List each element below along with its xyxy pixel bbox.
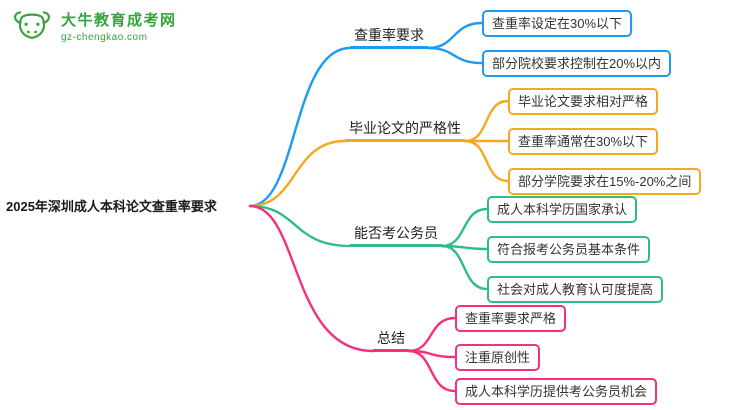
connector-branch-0-leaf-0	[426, 21, 484, 50]
leaf-node-3-2: 成人本科学历提供考公务员机会	[455, 378, 658, 405]
logo-text: 大牛教育成考网 gz-chengkao.com	[61, 11, 177, 43]
branch-node-3: 总结	[373, 329, 409, 352]
leaf-node-0-0: 查重率设定在30%以下	[482, 10, 633, 37]
leaf-node-1-2: 部分学院要求在15%-20%之间	[508, 168, 702, 195]
leaf-node-1-1: 查重率通常在30%以下	[508, 128, 659, 155]
leaf-node-3-0: 查重率要求严格	[455, 305, 567, 332]
site-logo: 大牛教育成考网 gz-chengkao.com	[10, 7, 177, 47]
logo-title: 大牛教育成考网	[61, 12, 177, 29]
connector-root-branch-0	[248, 46, 352, 208]
connector-root-branch-1	[248, 139, 347, 208]
branch-node-0: 查重率要求	[350, 26, 428, 49]
leaf-node-2-0: 成人本科学历国家承认	[487, 196, 638, 223]
bull-icon	[14, 11, 50, 40]
branch-node-1: 毕业论文的严格性	[345, 119, 465, 142]
connector-branch-1-leaf-0	[463, 99, 510, 143]
leaf-node-1-0: 毕业论文要求相对严格	[508, 88, 659, 115]
logo-subtitle: gz-chengkao.com	[61, 32, 148, 43]
leaf-node-0-1: 部分院校要求控制在20%以内	[482, 50, 672, 77]
connector-branch-2-leaf-0	[440, 207, 489, 248]
branch-node-2: 能否考公务员	[350, 224, 442, 247]
connector-root-branch-2	[248, 204, 352, 248]
connector-root-branch-3	[248, 204, 375, 353]
connector-branch-2-leaf-2	[440, 244, 489, 291]
connector-branch-3-leaf-0	[407, 316, 457, 353]
connector-branch-1-leaf-2	[463, 139, 510, 183]
leaf-node-3-1: 注重原创性	[455, 344, 541, 371]
connector-branch-0-leaf-1	[426, 46, 484, 65]
leaf-node-2-2: 社会对成人教育认可度提高	[487, 276, 664, 303]
leaf-node-2-1: 符合报考公务员基本条件	[487, 236, 651, 263]
root-node: 2025年深圳成人本科论文查重率要求	[6, 199, 217, 214]
connector-branch-3-leaf-2	[407, 349, 457, 393]
